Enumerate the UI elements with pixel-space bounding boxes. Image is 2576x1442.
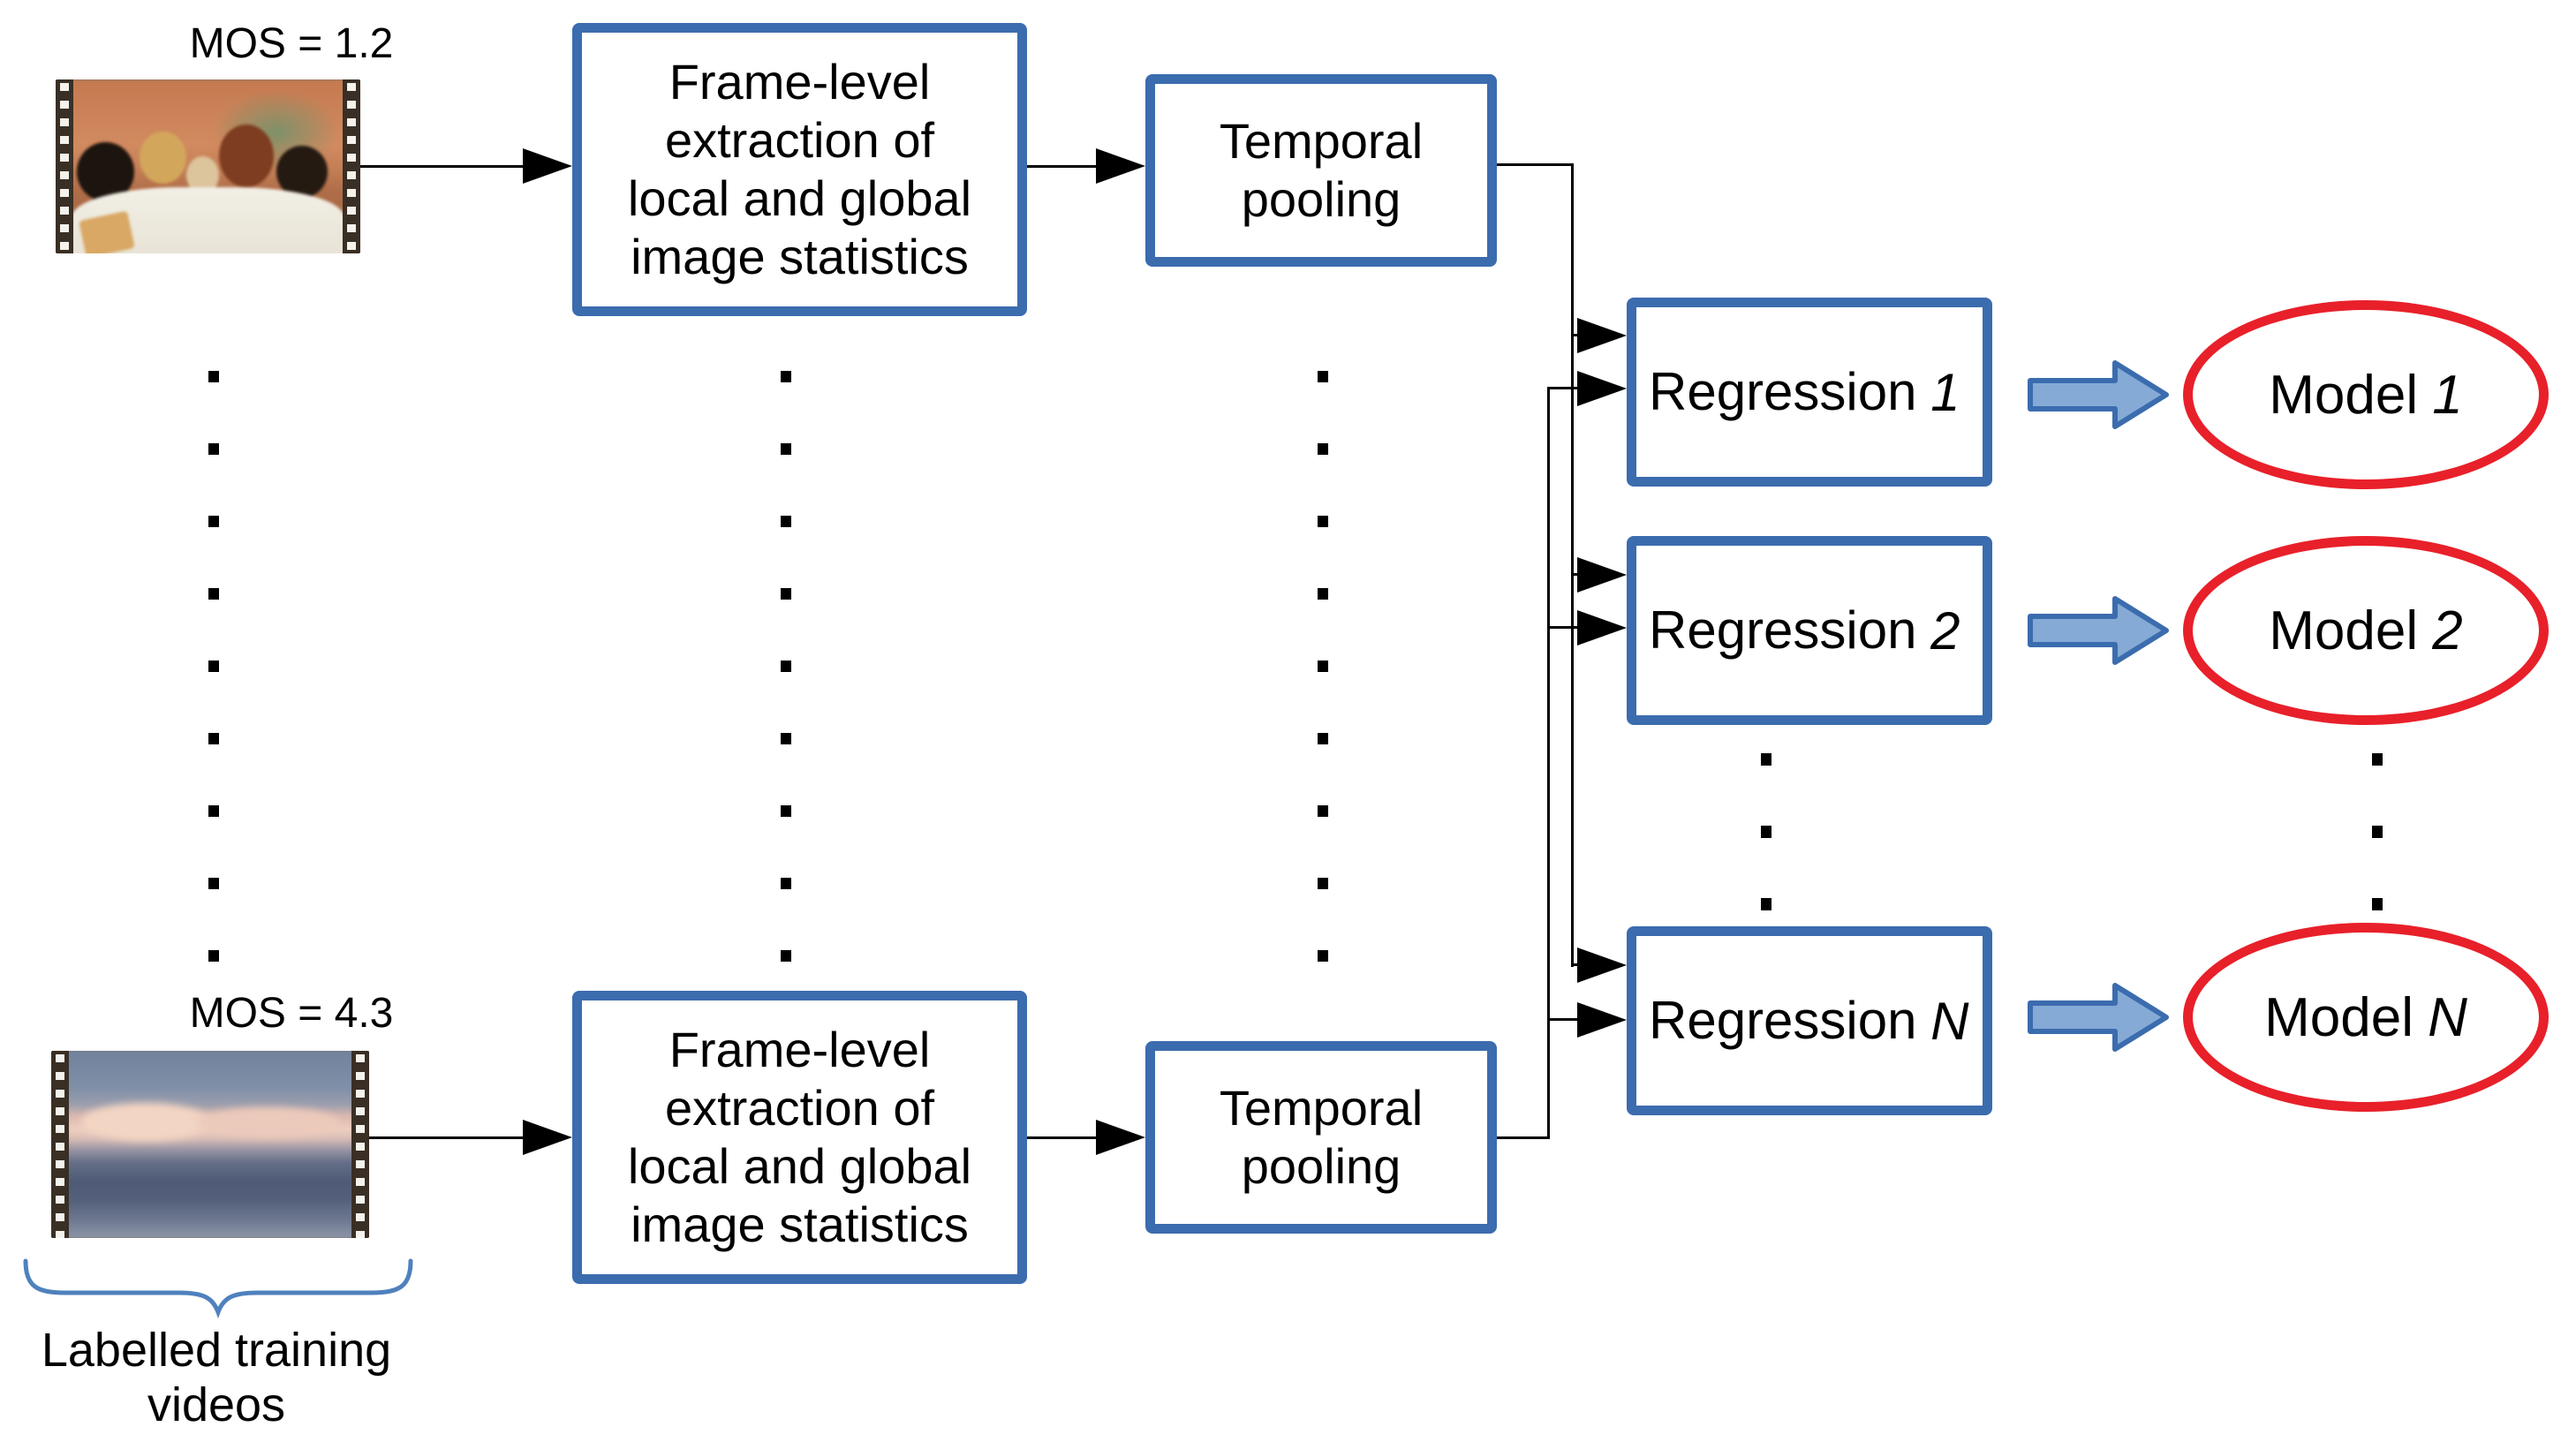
block-arrow-icon: [2028, 983, 2169, 1052]
regression-index: 2: [1930, 600, 1960, 661]
figure-shape: [218, 125, 274, 188]
regression-label: Regression: [1649, 990, 1917, 1050]
connector-line: [360, 165, 526, 168]
arrowhead-icon: [1577, 557, 1627, 593]
model-ellipse-1: Model 1: [2183, 300, 2549, 489]
connector-line: [369, 1136, 523, 1139]
vertical-ellipsis-dots: [1761, 753, 1771, 911]
film-strip-icon: [56, 79, 73, 253]
film-strip-icon: [351, 1051, 369, 1238]
connector-line: [1547, 387, 1583, 389]
connector-line: [1497, 1136, 1550, 1139]
model-ellipse-2: Model 2: [2183, 536, 2549, 725]
connector-line: [1547, 387, 1550, 1139]
regression-index: N: [1930, 991, 1969, 1051]
caption-labelled-training-videos: Labelled training videos: [9, 1323, 424, 1432]
arrowhead-icon: [1577, 1002, 1627, 1038]
cloud-shape: [195, 1106, 339, 1137]
regression-label: Regression: [1649, 600, 1917, 660]
caption-line: Labelled training: [41, 1324, 392, 1377]
regression-box-2: Regression 2: [1627, 536, 1992, 725]
video-frame-image: [67, 1051, 353, 1238]
cloud-shape: [81, 1103, 210, 1141]
temporal-pooling-box-bottom: Temporal pooling: [1145, 1041, 1497, 1234]
model-index: 2: [2432, 600, 2463, 661]
extraction-line: local and global: [627, 1138, 972, 1194]
pooling-line: Temporal: [1219, 1079, 1424, 1136]
vertical-ellipsis-dots: [781, 371, 791, 964]
mos-label-top: MOS = 1.2: [189, 20, 394, 67]
block-arrow-icon: [2028, 596, 2169, 665]
pooling-line: Temporal: [1219, 112, 1424, 169]
extraction-line: Frame-level: [669, 53, 931, 109]
regression-box-n: Regression N: [1627, 926, 1992, 1115]
video-thumbnail-bottom: [51, 1051, 369, 1238]
extraction-line: image statistics: [631, 1197, 969, 1253]
video-frame-image: [72, 79, 344, 253]
film-strip-icon: [343, 79, 360, 253]
connector-line: [1571, 163, 1574, 967]
pooling-line: pooling: [1241, 171, 1401, 227]
extraction-line: extraction of: [664, 111, 935, 168]
connector-line: [1547, 1018, 1583, 1021]
model-ellipse-n: Model N: [2183, 923, 2549, 1112]
vertical-ellipsis-dots: [208, 371, 219, 964]
extraction-box-top: Frame-level extraction of local and glob…: [572, 23, 1027, 316]
arrowhead-icon: [1577, 318, 1627, 353]
model-label: Model: [2264, 986, 2414, 1048]
model-index: 1: [2432, 364, 2463, 426]
block-arrow-icon: [2028, 360, 2169, 429]
model-label: Model: [2269, 364, 2419, 426]
mos-label-bottom: MOS = 4.3: [189, 990, 394, 1037]
connector-line: [1027, 165, 1096, 168]
extraction-line: local and global: [627, 170, 972, 226]
pooling-line: pooling: [1241, 1138, 1401, 1194]
arrowhead-icon: [1096, 148, 1145, 184]
arrowhead-icon: [1577, 947, 1627, 983]
arrowhead-icon: [1577, 371, 1627, 406]
extraction-box-bottom: Frame-level extraction of local and glob…: [572, 991, 1027, 1284]
film-strip-icon: [51, 1051, 69, 1238]
arrowhead-icon: [523, 148, 572, 184]
connector-line: [1497, 163, 1574, 166]
vertical-ellipsis-dots: [1318, 371, 1328, 964]
regression-index: 1: [1930, 362, 1960, 422]
video-thumbnail-top: [56, 79, 360, 253]
caption-line: videos: [147, 1378, 286, 1432]
arrowhead-icon: [1577, 610, 1627, 646]
connector-line: [1547, 626, 1583, 629]
arrowhead-icon: [523, 1120, 572, 1155]
model-label: Model: [2269, 600, 2419, 661]
model-index: N: [2428, 986, 2467, 1048]
regression-label: Regression: [1649, 361, 1917, 421]
brace-icon: [23, 1258, 413, 1319]
connector-line: [1027, 1136, 1096, 1139]
extraction-line: extraction of: [664, 1079, 935, 1136]
extraction-line: image statistics: [631, 229, 969, 285]
temporal-pooling-box-top: Temporal pooling: [1145, 74, 1497, 267]
figure-shape: [276, 145, 329, 198]
regression-box-1: Regression 1: [1627, 298, 1992, 487]
vertical-ellipsis-dots: [2372, 753, 2383, 911]
extraction-line: Frame-level: [669, 1021, 931, 1077]
arrowhead-icon: [1096, 1120, 1145, 1155]
figure-shape: [140, 132, 186, 185]
